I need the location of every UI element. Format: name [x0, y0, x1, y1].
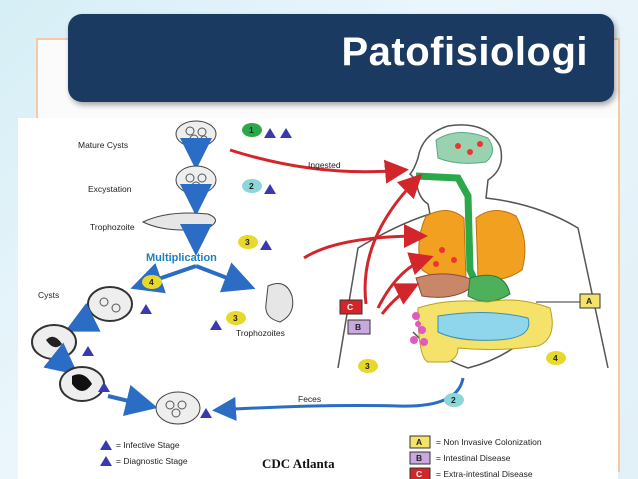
slide-title: Patofisiologi [341, 30, 588, 74]
stomach-icon [467, 274, 511, 302]
lungs-icon [418, 210, 467, 281]
stage-number: 3 [233, 313, 238, 323]
credit-text: CDC Atlanta [262, 456, 335, 471]
stage-number: 2 [249, 181, 254, 191]
legend-left [100, 440, 112, 466]
stage-badges [142, 123, 566, 407]
cyst-stage-2-icon [31, 324, 77, 360]
label-multiplication: Multiplication [146, 252, 217, 264]
stage-number: 3 [245, 237, 250, 247]
legend-key-a: A [416, 437, 423, 447]
disease-box-c [339, 299, 363, 315]
legend-text-c: = Extra-intestinal Disease [436, 469, 533, 479]
legend-text-a: = Non Invasive Colonization [436, 437, 542, 447]
label-trophozoites: Trophozoites [236, 328, 285, 338]
box-letter-b: B [355, 322, 362, 332]
title-banner: Patofisiologi [68, 14, 614, 102]
box-letter-a: A [586, 296, 593, 306]
trophozoites-icon [265, 283, 294, 323]
excystation-icon [175, 165, 217, 195]
label-ingested: Ingested [308, 160, 341, 170]
label-cysts: Cysts [38, 290, 60, 300]
cyst-stage-3-icon [59, 366, 105, 402]
disease-box-a [579, 293, 601, 309]
life-cycle-diagram: Mature Cysts Excystation Trophozoite Mul… [18, 118, 618, 479]
legend-key-b: B [416, 453, 423, 463]
stage-number: 4 [553, 353, 558, 363]
brain-icon [435, 132, 493, 164]
trophozoite-icon [141, 212, 216, 231]
legend-diagnostic: = Diagnostic Stage [116, 456, 188, 466]
mature-cyst-icon [175, 120, 217, 148]
small-intestine-icon [437, 311, 530, 341]
stage-number: 3 [365, 361, 370, 371]
diagram-graphics [31, 120, 609, 479]
disease-box-b [347, 319, 371, 335]
legend-infective: = Infective Stage [116, 440, 180, 450]
box-letter-c: C [347, 302, 354, 312]
legend-text-b: = Intestinal Disease [436, 453, 511, 463]
label-excystation: Excystation [88, 184, 132, 194]
mature-cyst-feces-icon [155, 391, 201, 425]
label-feces: Feces [298, 394, 322, 404]
cyst-stage-icon [87, 286, 133, 322]
stage-number: 1 [249, 125, 254, 135]
legend-key-c: C [416, 469, 423, 479]
stage-number: 2 [451, 395, 456, 405]
label-trophozoite: Trophozoite [90, 222, 135, 232]
stage-number: 4 [149, 277, 154, 287]
legend-right [409, 435, 431, 479]
label-mature-cysts: Mature Cysts [78, 140, 129, 150]
